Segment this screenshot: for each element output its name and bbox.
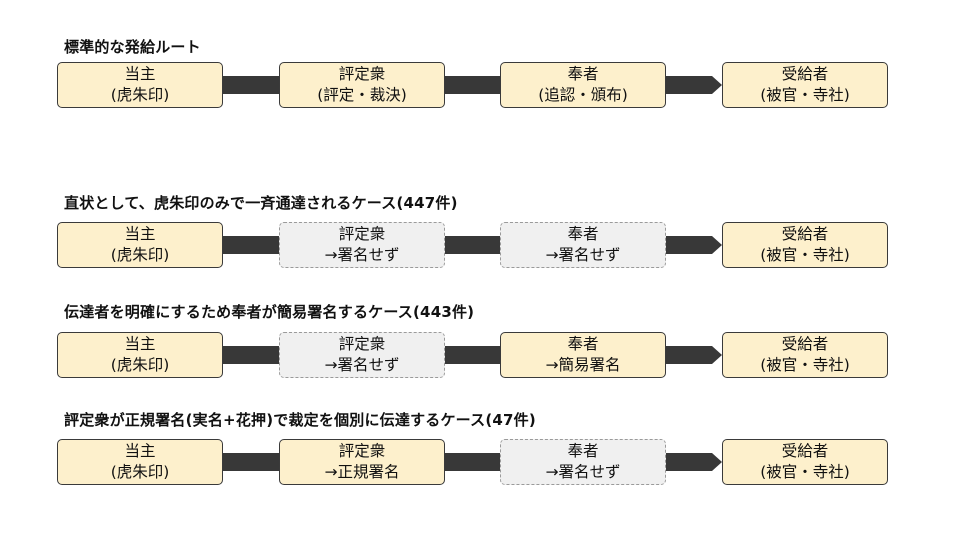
section-title-council-formal-signature: 評定衆が正規署名(実名+花押)で裁定を個別に伝達するケース(47件) xyxy=(64,411,536,429)
connector-bar xyxy=(445,346,500,364)
node-detail: →署名せず xyxy=(545,246,621,264)
node-name: 当主 xyxy=(124,442,156,460)
node-recipient: 受給者 (被官・寺社) xyxy=(722,62,888,108)
node-detail: →簡易署名 xyxy=(545,356,621,374)
section-title-standard-route: 標準的な発給ルート xyxy=(64,38,201,56)
node-detail: (被官・寺社) xyxy=(760,356,850,374)
connector-bar xyxy=(445,236,500,254)
connector-bar xyxy=(445,76,500,94)
node-detail: (被官・寺社) xyxy=(760,463,850,481)
node-name: 評定衆 xyxy=(338,442,386,460)
arrow-right-icon xyxy=(666,453,722,471)
node-council: 評定衆 →署名せず xyxy=(279,222,445,268)
node-council: 評定衆 (評定・裁決) xyxy=(279,62,445,108)
node-name: 受給者 xyxy=(781,442,829,460)
flow-row-council-formal-signature: 当主 (虎朱印) 評定衆 →正規署名 奉者 →署名せず 受給者 (被官・寺社) xyxy=(0,439,960,487)
node-council: 評定衆 →正規署名 xyxy=(279,439,445,485)
node-detail: (追認・頒布) xyxy=(538,86,628,104)
flow-row-bugyo-simple-signature: 当主 (虎朱印) 評定衆 →署名せず 奉者 →簡易署名 受給者 (被官・寺社) xyxy=(0,332,960,380)
node-name: 評定衆 xyxy=(338,335,386,353)
node-name: 評定衆 xyxy=(338,65,386,83)
node-name: 奉者 xyxy=(567,442,599,460)
node-name: 奉者 xyxy=(567,65,599,83)
node-detail: (被官・寺社) xyxy=(760,246,850,264)
connector-bar xyxy=(223,76,279,94)
section-title-bugyo-simple-signature: 伝達者を明確にするため奉者が簡易署名するケース(443件) xyxy=(64,303,475,321)
connector-bar xyxy=(223,453,279,471)
node-name: 当主 xyxy=(124,225,156,243)
node-name: 奉者 xyxy=(567,225,599,243)
node-name: 受給者 xyxy=(781,225,829,243)
flow-row-direct-order: 当主 (虎朱印) 評定衆 →署名せず 奉者 →署名せず 受給者 (被官・寺社) xyxy=(0,222,960,270)
node-bugyo: 奉者 →署名せず xyxy=(500,439,666,485)
node-name: 当主 xyxy=(124,335,156,353)
node-name: 受給者 xyxy=(781,65,829,83)
node-detail: (虎朱印) xyxy=(110,246,170,264)
node-detail: →署名せず xyxy=(324,246,400,264)
node-detail: →正規署名 xyxy=(324,463,400,481)
node-detail: →署名せず xyxy=(324,356,400,374)
node-name: 受給者 xyxy=(781,335,829,353)
node-name: 当主 xyxy=(124,65,156,83)
node-detail: (評定・裁決) xyxy=(317,86,407,104)
node-recipient: 受給者 (被官・寺社) xyxy=(722,222,888,268)
connector-bar xyxy=(445,453,500,471)
arrow-right-icon xyxy=(666,236,722,254)
node-name: 評定衆 xyxy=(338,225,386,243)
arrow-right-icon xyxy=(666,346,722,364)
node-detail: (虎朱印) xyxy=(110,463,170,481)
node-lord: 当主 (虎朱印) xyxy=(57,332,223,378)
section-title-direct-order: 直状として、虎朱印のみで一斉通達されるケース(447件) xyxy=(64,194,458,212)
node-detail: (被官・寺社) xyxy=(760,86,850,104)
node-detail: (虎朱印) xyxy=(110,86,170,104)
node-recipient: 受給者 (被官・寺社) xyxy=(722,332,888,378)
node-recipient: 受給者 (被官・寺社) xyxy=(722,439,888,485)
node-lord: 当主 (虎朱印) xyxy=(57,62,223,108)
node-bugyo: 奉者 →簡易署名 xyxy=(500,332,666,378)
node-bugyo: 奉者 →署名せず xyxy=(500,222,666,268)
node-bugyo: 奉者 (追認・頒布) xyxy=(500,62,666,108)
node-name: 奉者 xyxy=(567,335,599,353)
node-detail: →署名せず xyxy=(545,463,621,481)
node-lord: 当主 (虎朱印) xyxy=(57,222,223,268)
flow-row-standard-route: 当主 (虎朱印) 評定衆 (評定・裁決) 奉者 (追認・頒布) 受給者 (被官・… xyxy=(0,62,960,110)
connector-bar xyxy=(223,236,279,254)
node-detail: (虎朱印) xyxy=(110,356,170,374)
arrow-right-icon xyxy=(666,76,722,94)
connector-bar xyxy=(223,346,279,364)
node-lord: 当主 (虎朱印) xyxy=(57,439,223,485)
node-council: 評定衆 →署名せず xyxy=(279,332,445,378)
